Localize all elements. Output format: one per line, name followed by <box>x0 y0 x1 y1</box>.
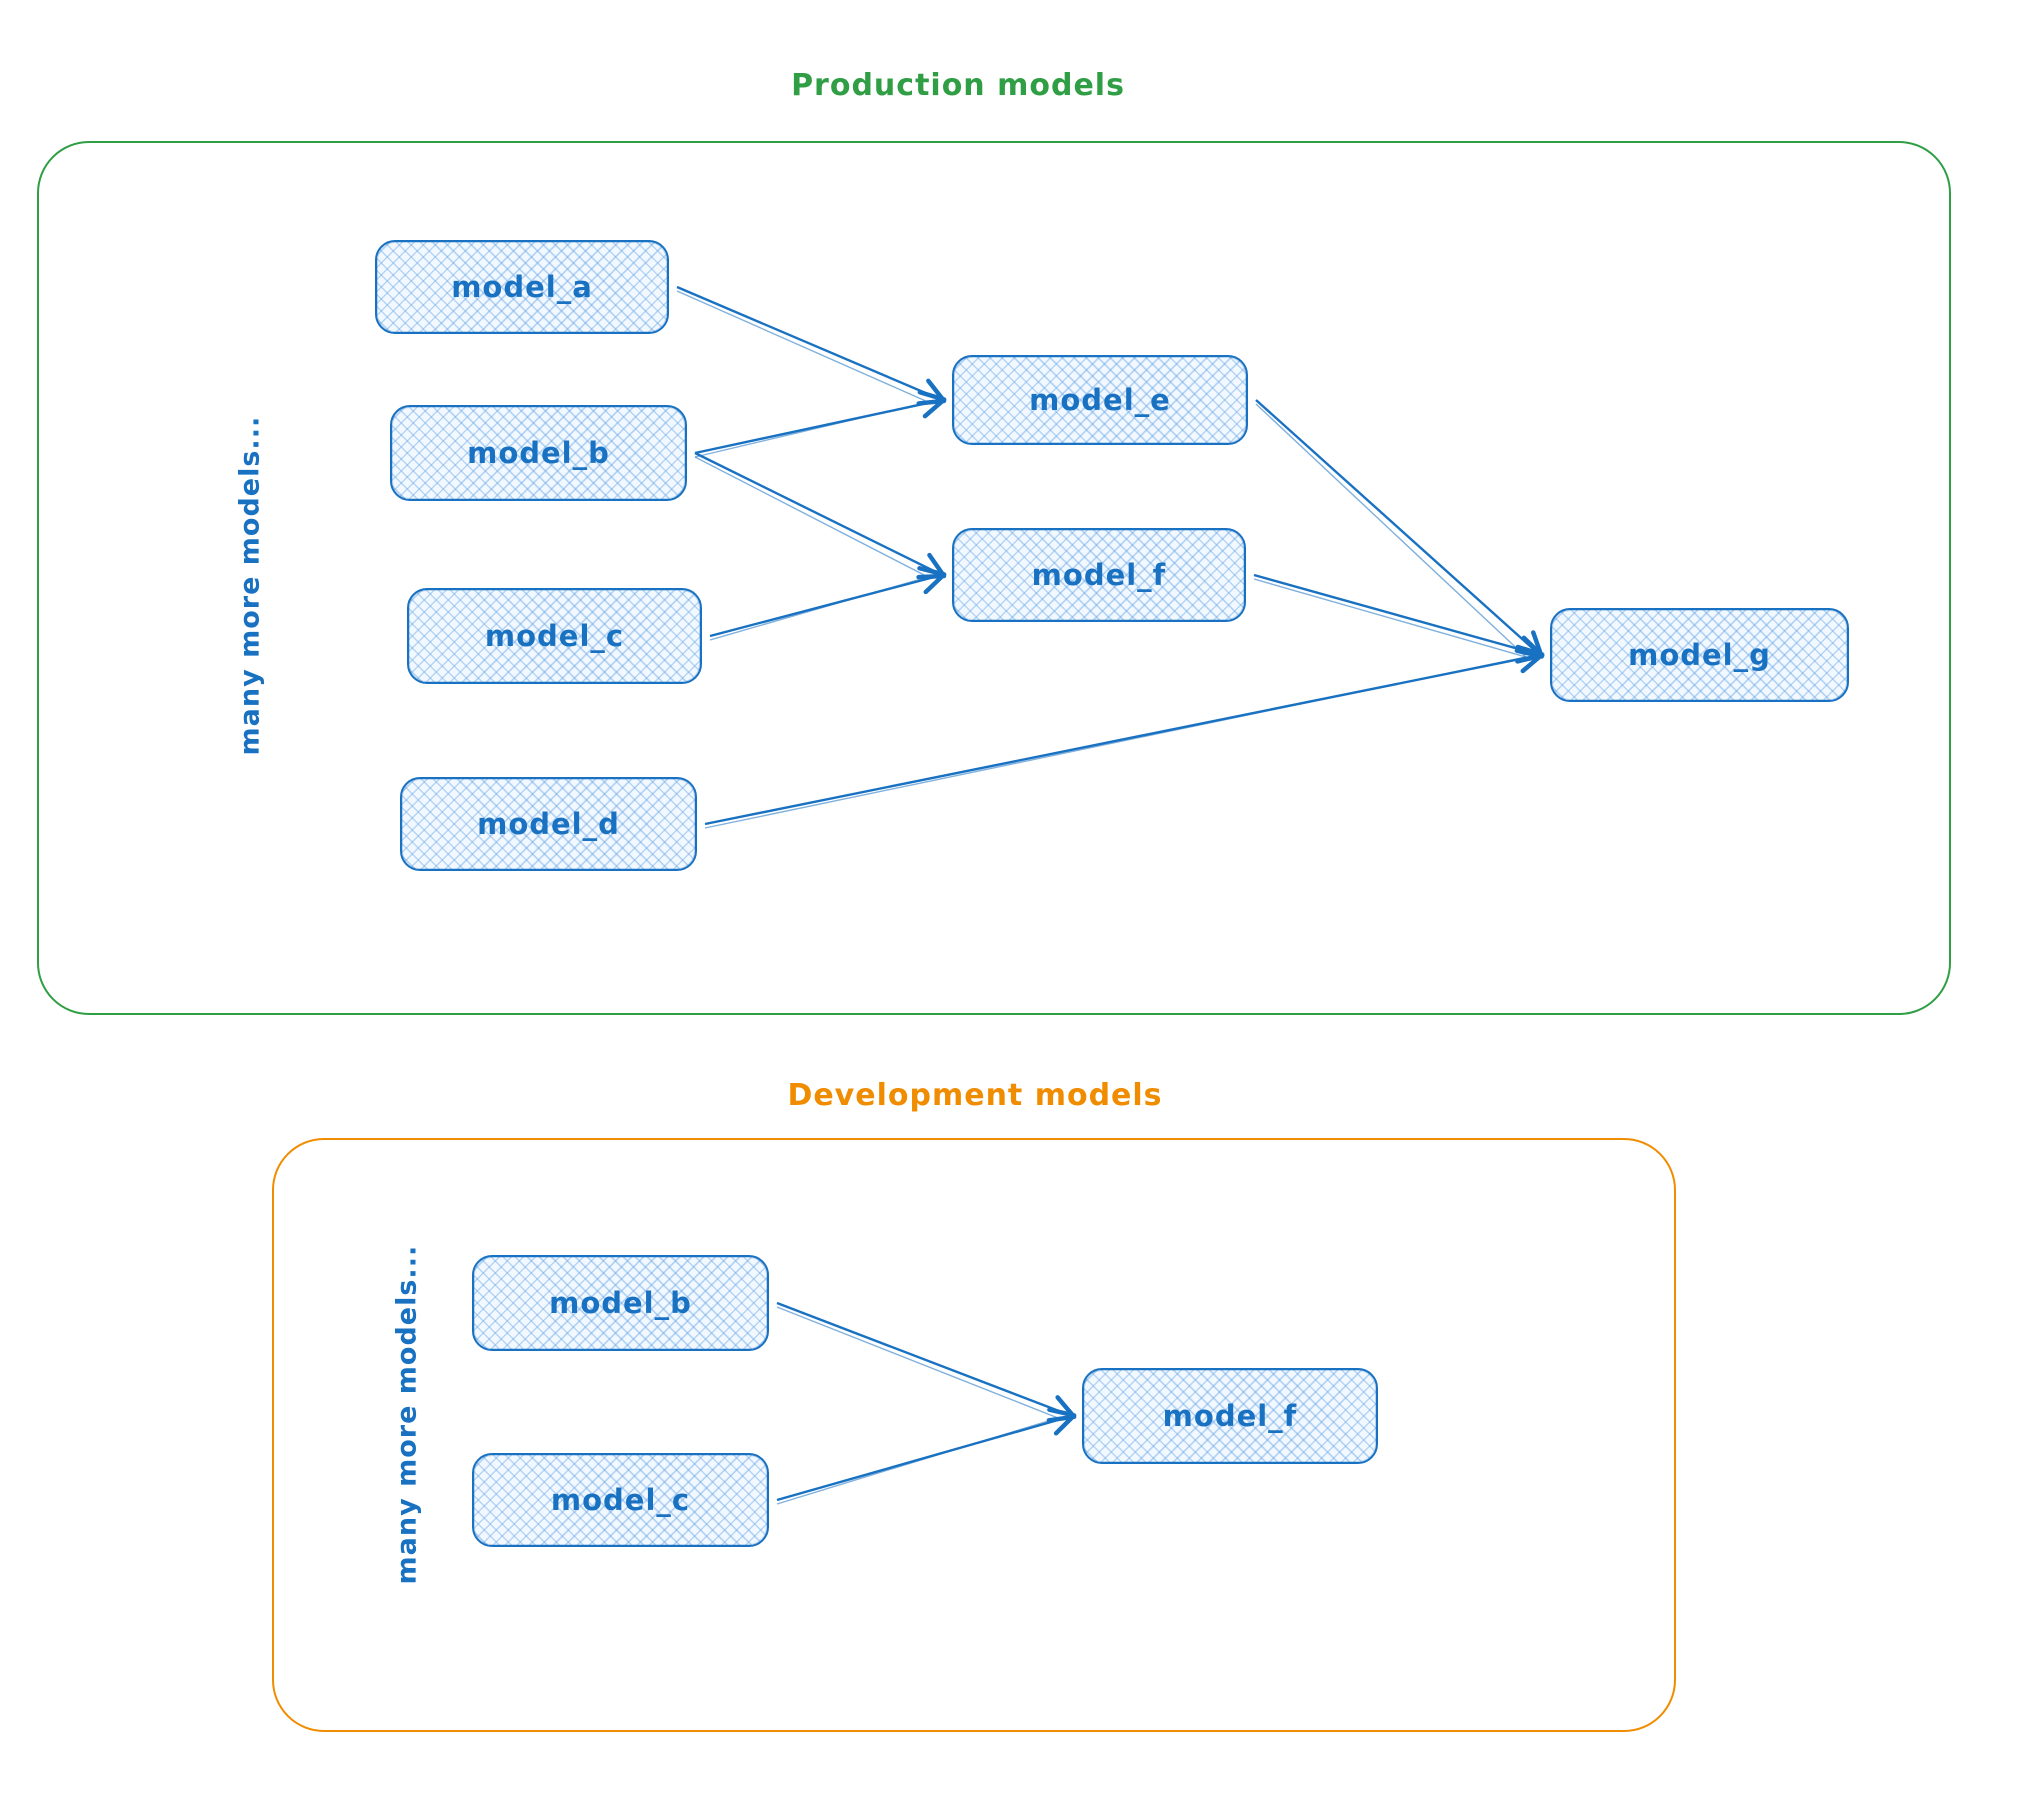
node-model-g-label: model_g <box>1628 638 1771 672</box>
node-model-d: model_d <box>400 777 697 871</box>
node-dev-model-b-label: model_b <box>549 1286 692 1320</box>
production-section-title: Production models <box>791 68 1125 103</box>
node-dev-model-c: model_c <box>472 1453 769 1547</box>
development-side-label: many more models... <box>391 1244 423 1585</box>
development-section-title: Development models <box>787 1078 1163 1113</box>
node-model-a-label: model_a <box>451 270 593 304</box>
production-side-label: many more models... <box>234 415 266 756</box>
node-model-e-label: model_e <box>1029 383 1171 417</box>
node-model-b: model_b <box>390 405 687 501</box>
node-model-f-label: model_f <box>1031 558 1167 592</box>
node-model-c-label: model_c <box>484 619 625 653</box>
node-model-a: model_a <box>375 240 669 334</box>
node-dev-model-f: model_f <box>1082 1368 1378 1464</box>
node-model-e: model_e <box>952 355 1248 445</box>
node-model-g: model_g <box>1550 608 1849 702</box>
node-dev-model-f-label: model_f <box>1162 1399 1298 1433</box>
node-dev-model-b: model_b <box>472 1255 769 1351</box>
node-model-f: model_f <box>952 528 1246 622</box>
node-model-d-label: model_d <box>477 807 620 841</box>
production-container <box>37 141 1951 1015</box>
node-model-c: model_c <box>407 588 702 684</box>
node-dev-model-c-label: model_c <box>550 1483 691 1517</box>
node-model-b-label: model_b <box>467 436 610 470</box>
development-container <box>272 1138 1676 1732</box>
